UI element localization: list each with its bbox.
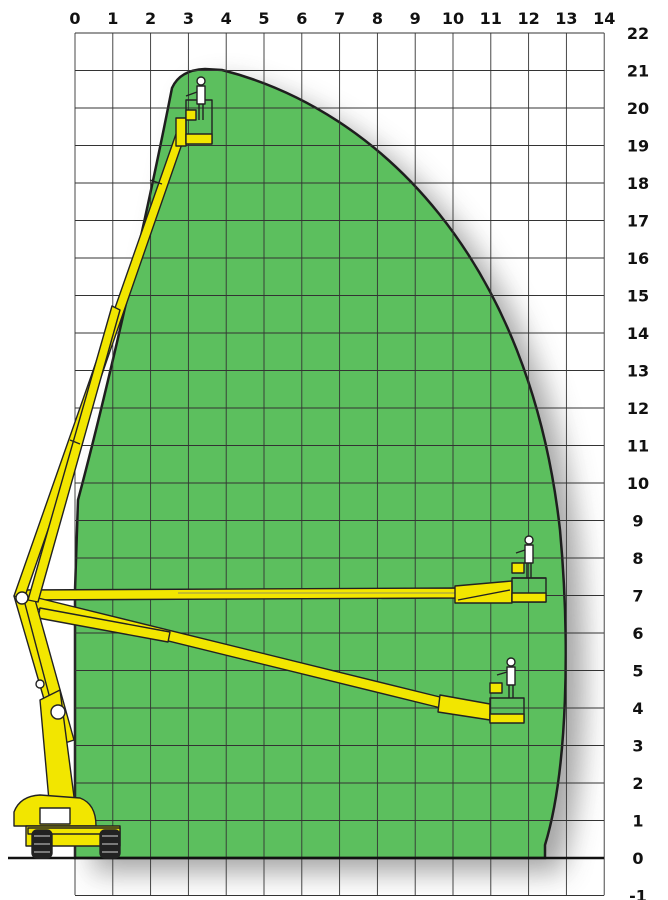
grid [74,32,605,896]
x-tick-label: 2 [145,9,156,28]
y-tick-label: 11 [627,437,649,456]
working-envelope [73,67,567,860]
x-tick-label: 3 [183,9,194,28]
y-tick-label: 18 [627,174,649,193]
x-tick-label: 8 [372,9,383,28]
boom-lift [13,76,547,859]
y-tick-label: 0 [632,849,643,868]
y-tick-label: 10 [627,474,649,493]
y-tick-label: 1 [632,812,643,831]
x-tick-label: 9 [410,9,421,28]
x-tick-label: 6 [296,9,307,28]
y-tick-label: 9 [632,512,643,531]
y-tick-label: 22 [627,24,649,43]
y-tick-label: 7 [632,587,643,606]
y-tick-label: 6 [632,624,643,643]
y-tick-label: 2 [632,774,643,793]
x-tick-label: 0 [69,9,80,28]
x-tick-label: 14 [593,9,615,28]
boom-pivot [15,591,29,605]
y-tick-label: 21 [627,62,649,81]
x-tick-label: 11 [480,9,502,28]
y-tick-label: 8 [632,549,643,568]
x-tick-label: 10 [442,9,464,28]
x-tick-label: 13 [555,9,577,28]
x-tick-label: 12 [517,9,539,28]
y-tick-label: 20 [627,99,649,118]
y-tick-label: 19 [627,137,649,156]
x-tick-label: 7 [334,9,345,28]
y-tick-label: 12 [627,399,649,418]
x-tick-label: 1 [107,9,118,28]
y-tick-label: 17 [627,212,649,231]
x-tick-label: 4 [221,9,232,28]
boom-max-height [13,76,213,603]
y-tick-label: 5 [632,662,643,681]
operator-icon-height [185,76,206,120]
y-tick-label: 3 [632,737,643,756]
boom-max-outreach [17,535,547,604]
y-tick-label: 15 [627,287,649,306]
y-tick-label: -1 [629,887,647,900]
y-tick-label: 16 [627,249,649,268]
x-tick-label: 5 [258,9,269,28]
operator-icon-outreach [515,535,534,578]
y-tick-label: 13 [627,362,649,381]
y-tick-label: 14 [627,324,649,343]
chassis [13,794,121,859]
operator-icon-intermediate [496,657,516,698]
y-tick-label: 4 [632,699,643,718]
